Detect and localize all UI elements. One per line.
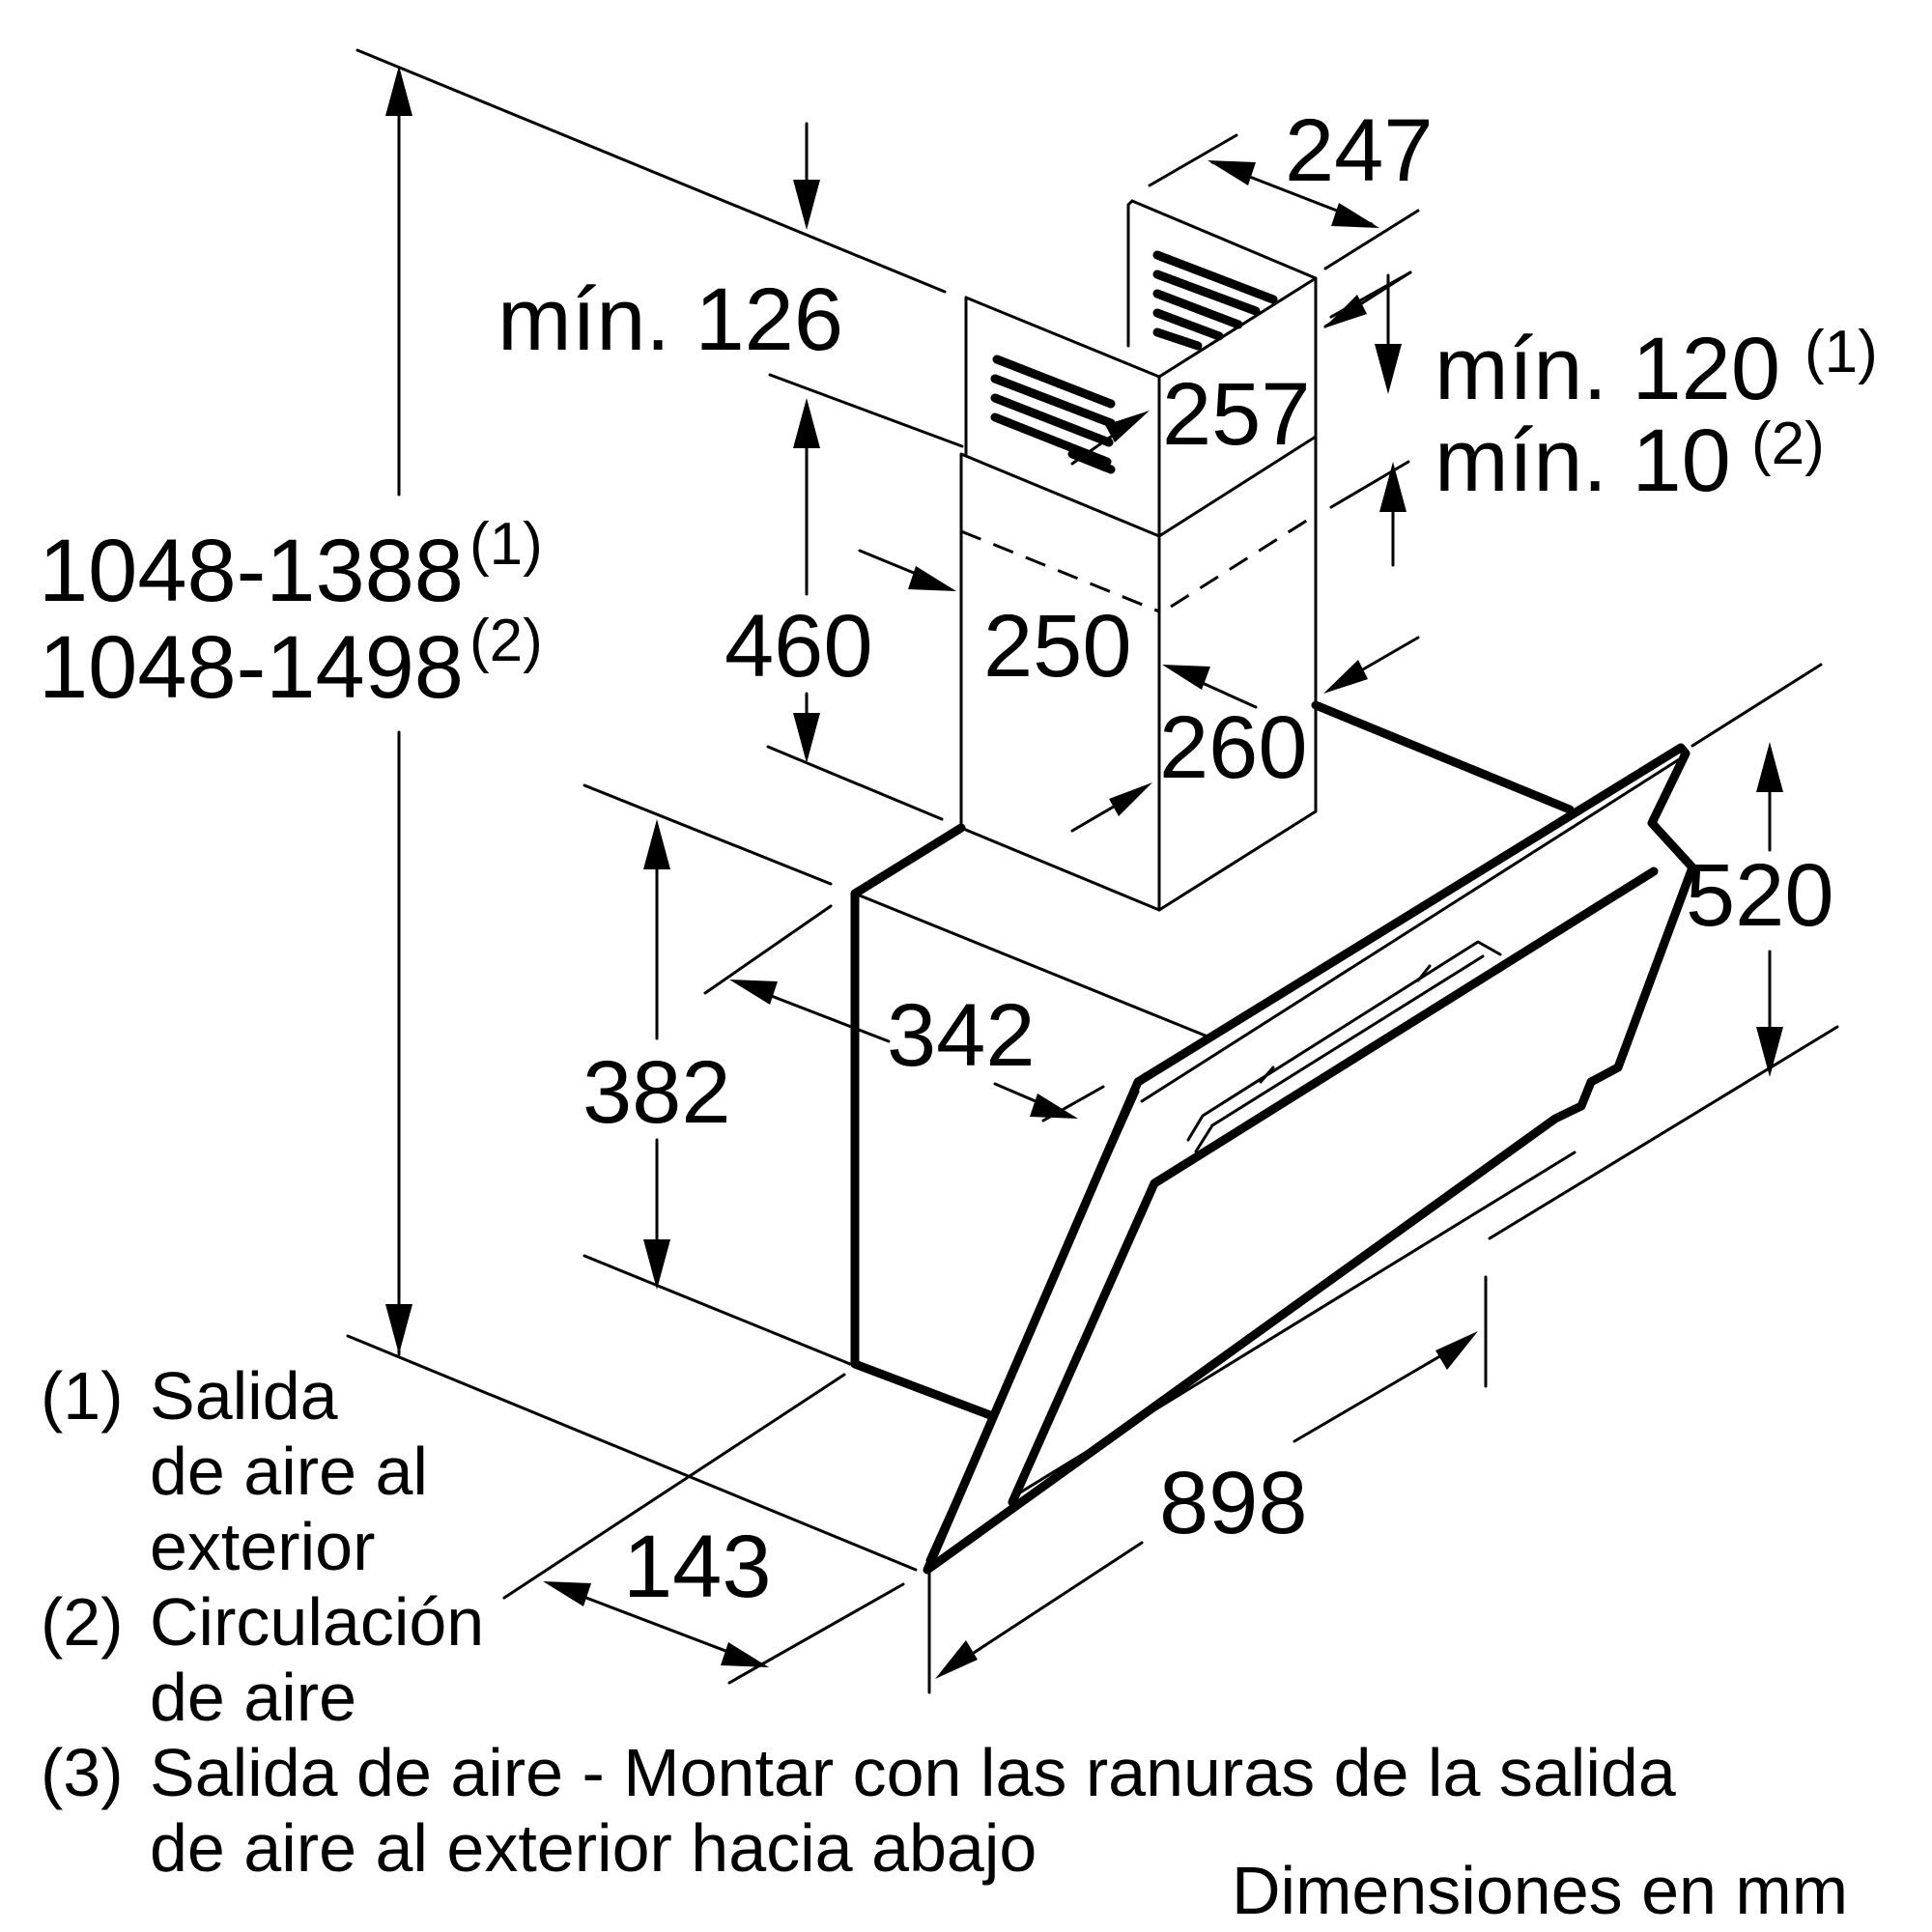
note-1-marker: (1) [41, 1358, 124, 1434]
inner-depth-label: 260 [1159, 698, 1308, 797]
hood-body [850, 700, 1575, 1420]
note-2-line-2: de aire [150, 1660, 356, 1735]
note-3-line-1: Salida de aire - Montar con las ranuras … [150, 1735, 1676, 1810]
min-outlet-2-label: mín. 10 [1435, 412, 1731, 510]
min-outlet-1-sup: (1) [1804, 319, 1878, 385]
glass-canopy [923, 743, 1697, 1575]
chimney-depth-label: 257 [1162, 365, 1311, 464]
notes: (1) Salida de aire al exterior (2) Circu… [41, 1358, 1848, 1928]
chimney [959, 199, 1318, 912]
extension-lines [346, 48, 1839, 1694]
min-outlet-1-label: mín. 120 [1435, 320, 1780, 418]
height-range-2-label: 1048-1498 [39, 618, 464, 717]
note-1-line-2: de aire al [150, 1434, 428, 1509]
chimney-width-label: 247 [1285, 101, 1434, 200]
inner-width-label: 250 [983, 597, 1132, 696]
vent-slots [990, 250, 1278, 474]
bottom-depth-label: 143 [623, 1518, 772, 1616]
note-3-marker: (3) [41, 1735, 124, 1810]
note-1-line-3: exterior [150, 1509, 375, 1584]
note-1-line-1: Salida [150, 1358, 338, 1434]
body-height-label: 382 [582, 1043, 731, 1142]
height-range-1-sup: (1) [469, 511, 543, 578]
chimney-lower-height-label: 460 [724, 597, 873, 696]
glass-height-label: 520 [1686, 846, 1834, 945]
height-range-2-sup: (2) [469, 608, 543, 674]
dimension-arrows [385, 66, 1783, 1679]
height-range-1-label: 1048-1388 [39, 522, 464, 620]
body-depth-label: 342 [887, 986, 1036, 1085]
units-label: Dimensiones en mm [1232, 1853, 1848, 1928]
note-2-marker: (2) [41, 1584, 124, 1660]
min-top-label: mín. 126 [497, 270, 843, 369]
dimension-labels: 1048-1388 (1) 1048-1498 (2) mín. 126 247… [39, 101, 1878, 1616]
note-2-line-1: Circulación [150, 1584, 484, 1660]
min-outlet-2-sup: (2) [1751, 411, 1825, 477]
total-width-label: 898 [1159, 1454, 1308, 1552]
note-3-line-2: de aire al exterior hacia abajo [150, 1810, 1037, 1886]
